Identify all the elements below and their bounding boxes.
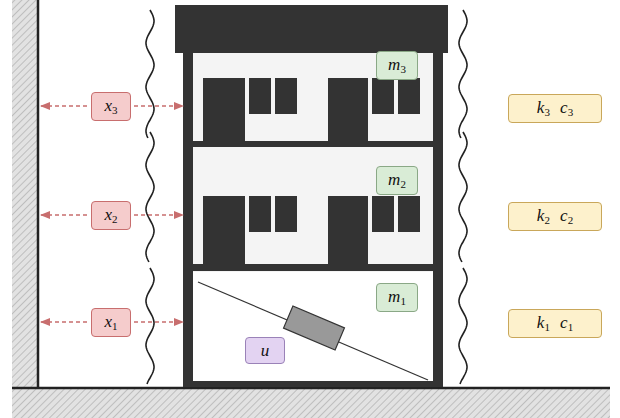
- control-force-label: u: [245, 337, 285, 364]
- mass-label: m1: [376, 283, 418, 312]
- node-text: k3 c3: [537, 99, 573, 118]
- node-text: k1 c1: [537, 314, 573, 333]
- node-text: m2: [388, 171, 406, 190]
- left-column: [183, 52, 193, 386]
- wavy-line: [459, 268, 467, 384]
- node-text: x2: [104, 206, 117, 225]
- wavy-line: [459, 132, 467, 262]
- wavy-line: [146, 132, 154, 262]
- stiffness-damping-label: k2 c2: [508, 202, 602, 231]
- right-column: [433, 52, 443, 386]
- displacement-arrows: [41, 106, 183, 322]
- wavy-line: [459, 10, 467, 138]
- node-text: u: [261, 342, 270, 359]
- displacement-label: x3: [91, 92, 131, 121]
- node-text: k2 c2: [537, 207, 573, 226]
- node-text: x1: [104, 313, 117, 332]
- displacement-label: x2: [91, 201, 131, 230]
- wavy-lines: [146, 10, 467, 384]
- roof: [175, 5, 448, 53]
- stiffness-damping-label: k3 c3: [508, 94, 602, 123]
- wavy-line: [146, 10, 154, 138]
- wall-hatch: [12, 0, 38, 390]
- wall-line: [37, 0, 40, 412]
- brace-line: [198, 282, 428, 380]
- doors-windows: [203, 78, 420, 264]
- node-text: m3: [388, 56, 406, 75]
- mass-label: m3: [376, 51, 418, 80]
- ground-floor: [193, 272, 433, 382]
- mass-label: m2: [376, 166, 418, 195]
- wavy-line: [146, 268, 154, 384]
- displacement-label: x1: [91, 308, 131, 337]
- node-text: m1: [388, 288, 406, 307]
- ground-hatch: [12, 388, 610, 418]
- ground-line: [12, 387, 610, 390]
- damper-symbol: [284, 306, 345, 350]
- floor-slab: [183, 381, 443, 387]
- building-interior: [185, 52, 440, 386]
- stiffness-damping-label: k1 c1: [508, 309, 602, 338]
- node-text: x3: [104, 97, 117, 116]
- floor-slab: [183, 264, 443, 271]
